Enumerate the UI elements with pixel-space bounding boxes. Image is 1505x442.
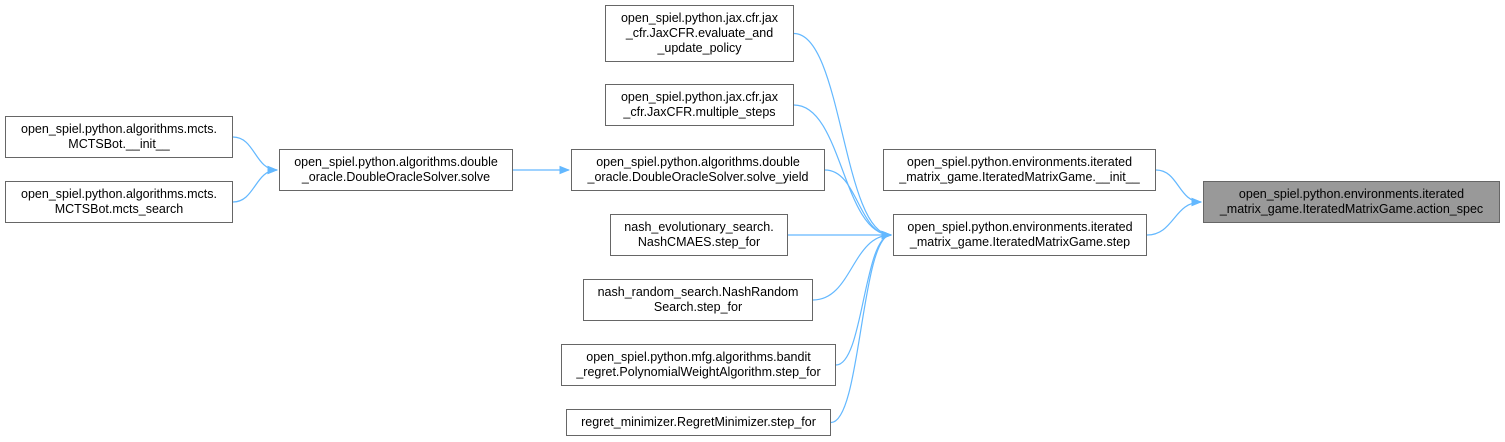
- edge-mcts_init-to-do_solve: [232, 136, 279, 175]
- node-label-line: _matrix_game.IteratedMatrixGame.action_s…: [1219, 202, 1484, 216]
- node-label-line: _oracle.DoubleOracleSolver.solve_yield: [587, 170, 809, 184]
- edge-do_yield-to-img_step: [824, 169, 893, 240]
- edge-nash_rand-to-img_step: [812, 230, 893, 301]
- node-label-line: _cfr.JaxCFR.multiple_steps: [623, 105, 776, 119]
- node-label-line: open_spiel.python.jax.cfr.jax: [620, 11, 779, 25]
- edge-jax_eval-to-img_step: [793, 32, 893, 240]
- node-label-line: open_spiel.python.algorithms.mcts.: [21, 187, 217, 201]
- node-label-line: open_spiel.python.algorithms.mcts.: [21, 122, 217, 136]
- node-polynomial-weight-algorithm-step-for[interactable]: open_spiel.python.mfg.algorithms.bandit …: [561, 344, 836, 386]
- node-mcts-bot-init[interactable]: open_spiel.python.algorithms.mcts. MCTSB…: [5, 116, 233, 158]
- node-label-line: _update_policy: [657, 41, 742, 55]
- node-nash-random-search-step-for[interactable]: nash_random_search.NashRandom Search.ste…: [583, 279, 813, 321]
- node-label-line: open_spiel.python.environments.iterated: [1238, 187, 1465, 201]
- edge-regret-to-img_step: [830, 230, 893, 424]
- node-label-line: MCTSBot.__init__: [68, 137, 170, 151]
- node-label-line: nash_evolutionary_search.: [624, 220, 774, 234]
- node-label-line: _matrix_game.IteratedMatrixGame.__init__: [899, 170, 1140, 184]
- node-label-line: open_spiel.python.environments.iterated: [906, 155, 1133, 169]
- edge-img_step-to-img_action_spec: [1146, 197, 1203, 236]
- node-iterated-matrix-game-action-spec: open_spiel.python.environments.iterated …: [1203, 181, 1500, 223]
- node-double-oracle-solve[interactable]: open_spiel.python.algorithms.double _ora…: [279, 149, 513, 191]
- node-label-line: open_spiel.python.environments.iterated: [907, 220, 1133, 234]
- node-double-oracle-solve-yield[interactable]: open_spiel.python.algorithms.double _ora…: [571, 149, 825, 191]
- node-jax-cfr-evaluate-and-update-policy[interactable]: open_spiel.python.jax.cfr.jax _cfr.JaxCF…: [605, 5, 794, 62]
- node-jax-cfr-multiple-steps[interactable]: open_spiel.python.jax.cfr.jax _cfr.JaxCF…: [605, 84, 794, 126]
- node-label-line: open_spiel.python.mfg.algorithms.bandit: [586, 350, 811, 364]
- node-label-line: open_spiel.python.algorithms.double: [596, 155, 800, 169]
- edge-img_init-to-img_action_spec: [1155, 169, 1203, 207]
- node-regret-minimizer-step-for[interactable]: regret_minimizer.RegretMinimizer.step_fo…: [566, 409, 831, 436]
- node-mcts-bot-mcts-search[interactable]: open_spiel.python.algorithms.mcts. MCTSB…: [5, 181, 233, 223]
- edge-jax_multi-to-img_step: [793, 104, 893, 240]
- node-label-line: _matrix_game.IteratedMatrixGame.step: [909, 235, 1131, 249]
- node-label-line: Search.step_for: [653, 300, 743, 314]
- node-label-line: MCTSBot.mcts_search: [54, 202, 184, 216]
- node-label-line: _cfr.JaxCFR.evaluate_and: [625, 26, 774, 40]
- node-iterated-matrix-game-step[interactable]: open_spiel.python.environments.iterated …: [893, 214, 1147, 256]
- edge-mcts_search-to-do_solve: [232, 165, 279, 203]
- node-label-line: nash_random_search.NashRandom: [597, 285, 799, 299]
- node-label-line: regret_minimizer.RegretMinimizer.step_fo…: [581, 415, 816, 429]
- node-label-line: _regret.PolynomialWeightAlgorithm.step_f…: [576, 365, 821, 379]
- node-iterated-matrix-game-init[interactable]: open_spiel.python.environments.iterated …: [883, 149, 1156, 191]
- node-label-line: NashCMAES.step_for: [637, 235, 761, 249]
- node-nash-cmaes-step-for[interactable]: nash_evolutionary_search. NashCMAES.step…: [610, 214, 788, 256]
- node-label-line: open_spiel.python.jax.cfr.jax: [620, 90, 779, 104]
- edge-bandit-to-img_step: [835, 230, 893, 366]
- node-label-line: open_spiel.python.algorithms.double: [294, 155, 498, 169]
- node-label-line: _oracle.DoubleOracleSolver.solve: [301, 170, 491, 184]
